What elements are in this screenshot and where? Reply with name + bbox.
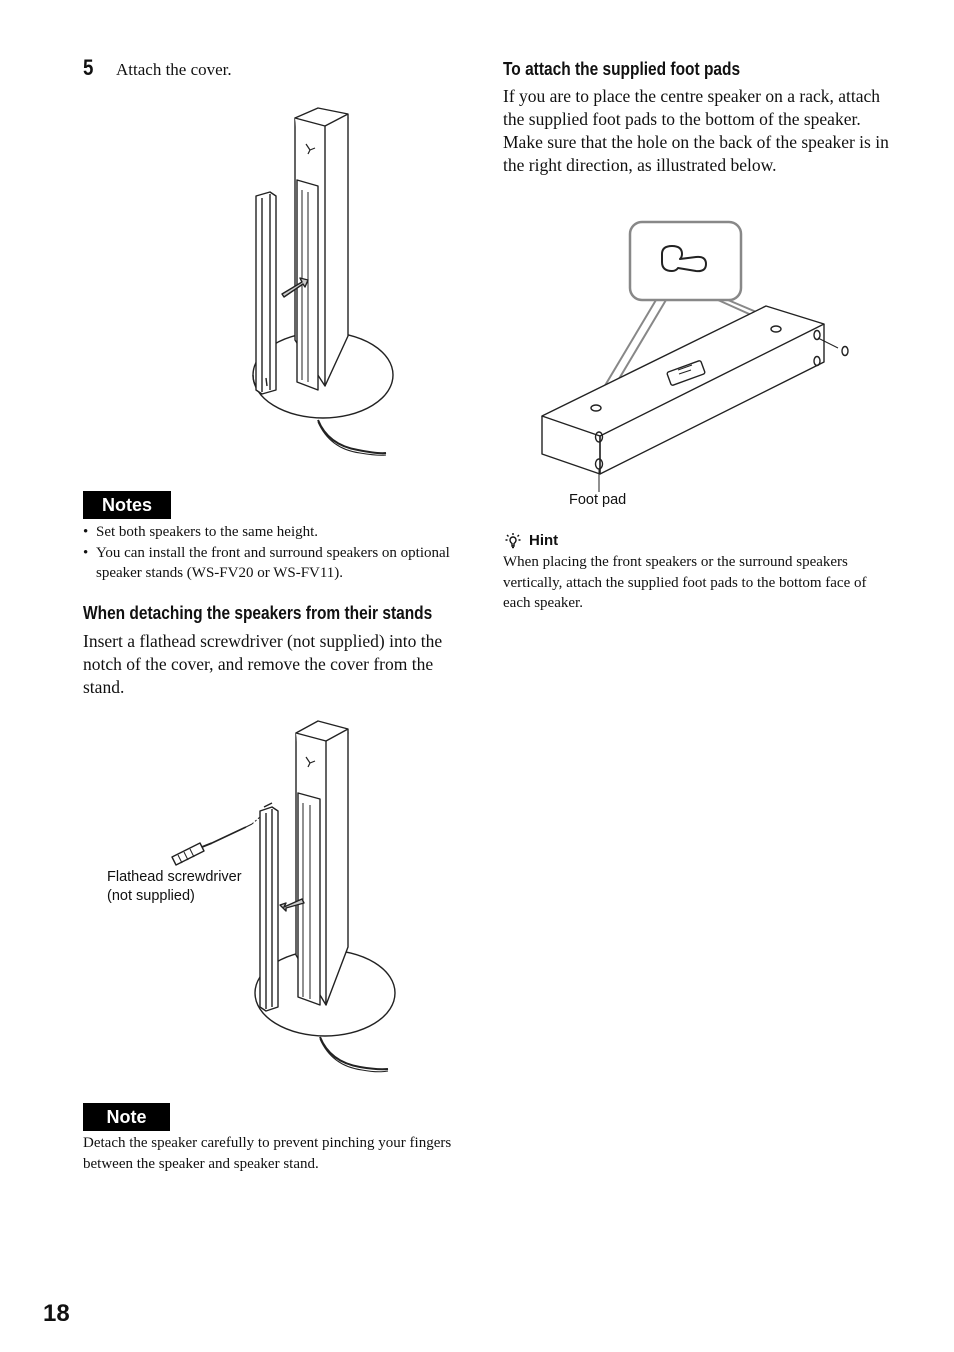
footpads-body: If you are to place the centre speaker o… bbox=[503, 86, 889, 175]
lightbulb-icon bbox=[505, 533, 521, 549]
page-number: 18 bbox=[43, 1300, 70, 1327]
note-item: Set both speakers to the same height. bbox=[83, 522, 468, 543]
notes-list: Set both speakers to the same height. Yo… bbox=[83, 522, 468, 584]
note-text: Detach the speaker carefully to prevent … bbox=[83, 1135, 452, 1172]
hint-text: When placing the front speakers or the s… bbox=[503, 554, 867, 611]
detach-body: Insert a flathead screwdriver (not suppl… bbox=[83, 631, 443, 697]
note-item: You can install the front and surround s… bbox=[83, 543, 468, 584]
screwdriver-label-line1: Flathead screwdriver bbox=[107, 869, 242, 885]
notes-label: Notes bbox=[83, 491, 171, 519]
hint-label: Hint bbox=[529, 532, 559, 549]
step-number: 5 bbox=[83, 55, 94, 80]
screwdriver-label: Flathead screwdriver (not supplied) bbox=[107, 868, 242, 906]
speaker-detach-illustration bbox=[171, 720, 396, 1073]
foot-pad-label: Foot pad bbox=[569, 492, 627, 508]
step-text: Attach the cover. bbox=[116, 60, 232, 79]
centre-speaker-footpad-illustration bbox=[541, 220, 849, 492]
detach-heading: When detaching the speakers from their s… bbox=[83, 603, 433, 623]
speaker-stand-attach-illustration bbox=[252, 107, 394, 456]
footpads-heading: To attach the supplied foot pads bbox=[503, 59, 741, 79]
note-label: Note bbox=[83, 1103, 170, 1131]
screwdriver-label-line2: (not supplied) bbox=[107, 888, 195, 904]
